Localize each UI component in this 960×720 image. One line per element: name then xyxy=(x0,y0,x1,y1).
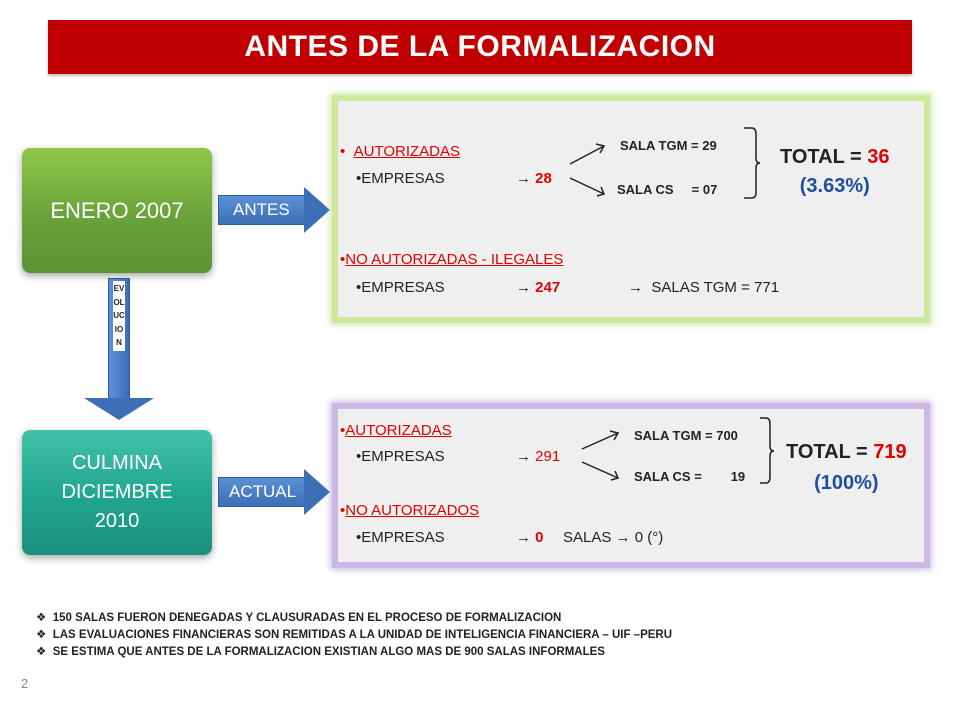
arrow-antes: ANTES xyxy=(218,187,330,233)
footnote-text: SE ESTIMA QUE ANTES DE LA FORMALIZACION … xyxy=(52,646,605,658)
empresas-row-bottom: •EMPRESAS xyxy=(356,448,445,465)
sala-cs-value: 19 xyxy=(730,469,746,484)
empresas-row-top: •EMPRESAS xyxy=(356,170,445,187)
arrow-right-icon xyxy=(304,469,330,515)
empresas-count: 291 xyxy=(535,448,561,465)
arrow-right-icon xyxy=(304,187,330,233)
arrow-icon: → xyxy=(516,170,531,187)
salas-label: SALAS xyxy=(563,529,612,546)
empresas-label: EMPRESAS xyxy=(361,170,445,187)
empresas-label: EMPRESAS xyxy=(361,448,445,465)
diamond-bullet-icon: ❖ xyxy=(36,629,47,641)
total-value: 719 xyxy=(873,441,907,463)
bullet-autorizadas-bottom: •AUTORIZADAS xyxy=(340,422,452,439)
footnote-item: ❖ 150 SALAS FUERON DENEGADAS Y CLAUSURAD… xyxy=(36,610,672,627)
diamond-bullet-icon: ❖ xyxy=(36,612,47,624)
empresas2-value-bottom: → 0 xyxy=(516,529,544,546)
total-bottom: TOTAL = 719 (100%) xyxy=(786,441,907,495)
box-enero-2007: ENERO 2007 xyxy=(22,148,212,273)
bullet-no-autorizadas: •NO AUTORIZADAS - ILEGALES xyxy=(340,251,564,268)
title-bar: ANTES DE LA FORMALIZACION xyxy=(48,20,912,74)
footnote-item: ❖ LAS EVALUACIONES FINANCIERAS SON REMIT… xyxy=(36,627,672,644)
total-label: TOTAL = xyxy=(786,441,868,463)
arrow-antes-label: ANTES xyxy=(233,200,290,219)
arrow-icon: → xyxy=(516,279,531,296)
sala-cs-value: = 07 xyxy=(691,182,718,197)
box-enero-label: ENERO 2007 xyxy=(50,197,184,223)
footnotes: ❖ 150 SALAS FUERON DENEGADAS Y CLAUSURAD… xyxy=(36,610,672,661)
salas-row-bottom: SALAS → 0 (°) xyxy=(563,529,663,546)
no-autorizadas-label: NO AUTORIZADAS - ILEGALES xyxy=(345,251,564,268)
sala-tgm-top: SALA TGM = 29 xyxy=(620,138,717,153)
bullet-no-autorizados: •NO AUTORIZADOS xyxy=(340,502,480,519)
footnote-text: LAS EVALUACIONES FINANCIERAS SON REMITID… xyxy=(52,629,673,641)
arrow-icon: → xyxy=(516,448,531,465)
box-culmina-line1: CULMINA xyxy=(71,452,162,474)
total-pct: (100%) xyxy=(814,472,879,494)
arrow-icon: → xyxy=(615,529,631,546)
bullet-autorizadas-top: • AUTORIZADAS xyxy=(340,143,461,160)
arrow-down-icon xyxy=(84,398,154,420)
autorizadas-label: AUTORIZADAS xyxy=(345,422,452,439)
total-pct: (3.63%) xyxy=(799,175,870,197)
box-culmina: CULMINA DICIEMBRE 2010 xyxy=(22,430,212,555)
arrow-icon: → xyxy=(628,279,643,296)
empresas2-row-top: •EMPRESAS xyxy=(356,279,445,296)
no-autorizados-label: NO AUTORIZADOS xyxy=(345,502,480,519)
empresas2-count: 0 xyxy=(535,529,544,546)
sala-cs-bottom: SALA CS = 19 xyxy=(634,469,745,484)
page-title: ANTES DE LA FORMALIZACION xyxy=(244,30,716,63)
empresas2-label: EMPRESAS xyxy=(361,279,445,296)
empresas2-count: 247 xyxy=(535,279,561,296)
empresas-count: 28 xyxy=(535,170,552,187)
salas-tgm-row: → SALAS TGM = 771 xyxy=(628,279,779,296)
evolucion-label: EVOLUCION xyxy=(113,281,125,351)
arrow-actual: ACTUAL xyxy=(218,469,330,515)
diamond-bullet-icon: ❖ xyxy=(36,646,47,658)
arrow-actual-label: ACTUAL xyxy=(229,482,297,501)
sala-tgm-bottom: SALA TGM = 700 xyxy=(634,428,738,443)
empresas-value-bottom: → 291 xyxy=(516,448,560,465)
total-label: TOTAL = xyxy=(780,146,862,168)
sala-cs-label: SALA CS xyxy=(617,182,674,197)
empresas2-label: EMPRESAS xyxy=(361,529,445,546)
box-culmina-line2: DICIEMBRE 2010 xyxy=(61,481,173,532)
panel-actual xyxy=(332,403,930,568)
evolucion-arrow: EVOLUCION xyxy=(84,278,154,428)
arrow-icon: → xyxy=(516,529,531,546)
empresas2-value-top: → 247 xyxy=(516,279,560,296)
salas-value: 0 (°) xyxy=(634,529,664,546)
autorizadas-label: AUTORIZADAS xyxy=(353,143,461,160)
panel-antes xyxy=(332,95,930,323)
total-top: TOTAL = 36 (3.63%) xyxy=(780,146,890,198)
sala-cs-label: SALA CS = xyxy=(634,469,702,484)
empresas2-row-bottom: •EMPRESAS xyxy=(356,529,445,546)
page-number: 2 xyxy=(21,676,29,691)
total-value: 36 xyxy=(867,146,890,168)
salas-tgm-label: SALAS TGM = 771 xyxy=(651,279,780,296)
footnote-item: ❖ SE ESTIMA QUE ANTES DE LA FORMALIZACIO… xyxy=(36,644,672,661)
sala-cs-top: SALA CS = 07 xyxy=(617,182,717,197)
footnote-text: 150 SALAS FUERON DENEGADAS Y CLAUSURADAS… xyxy=(52,612,562,624)
empresas-value-top: → 28 xyxy=(516,170,552,187)
